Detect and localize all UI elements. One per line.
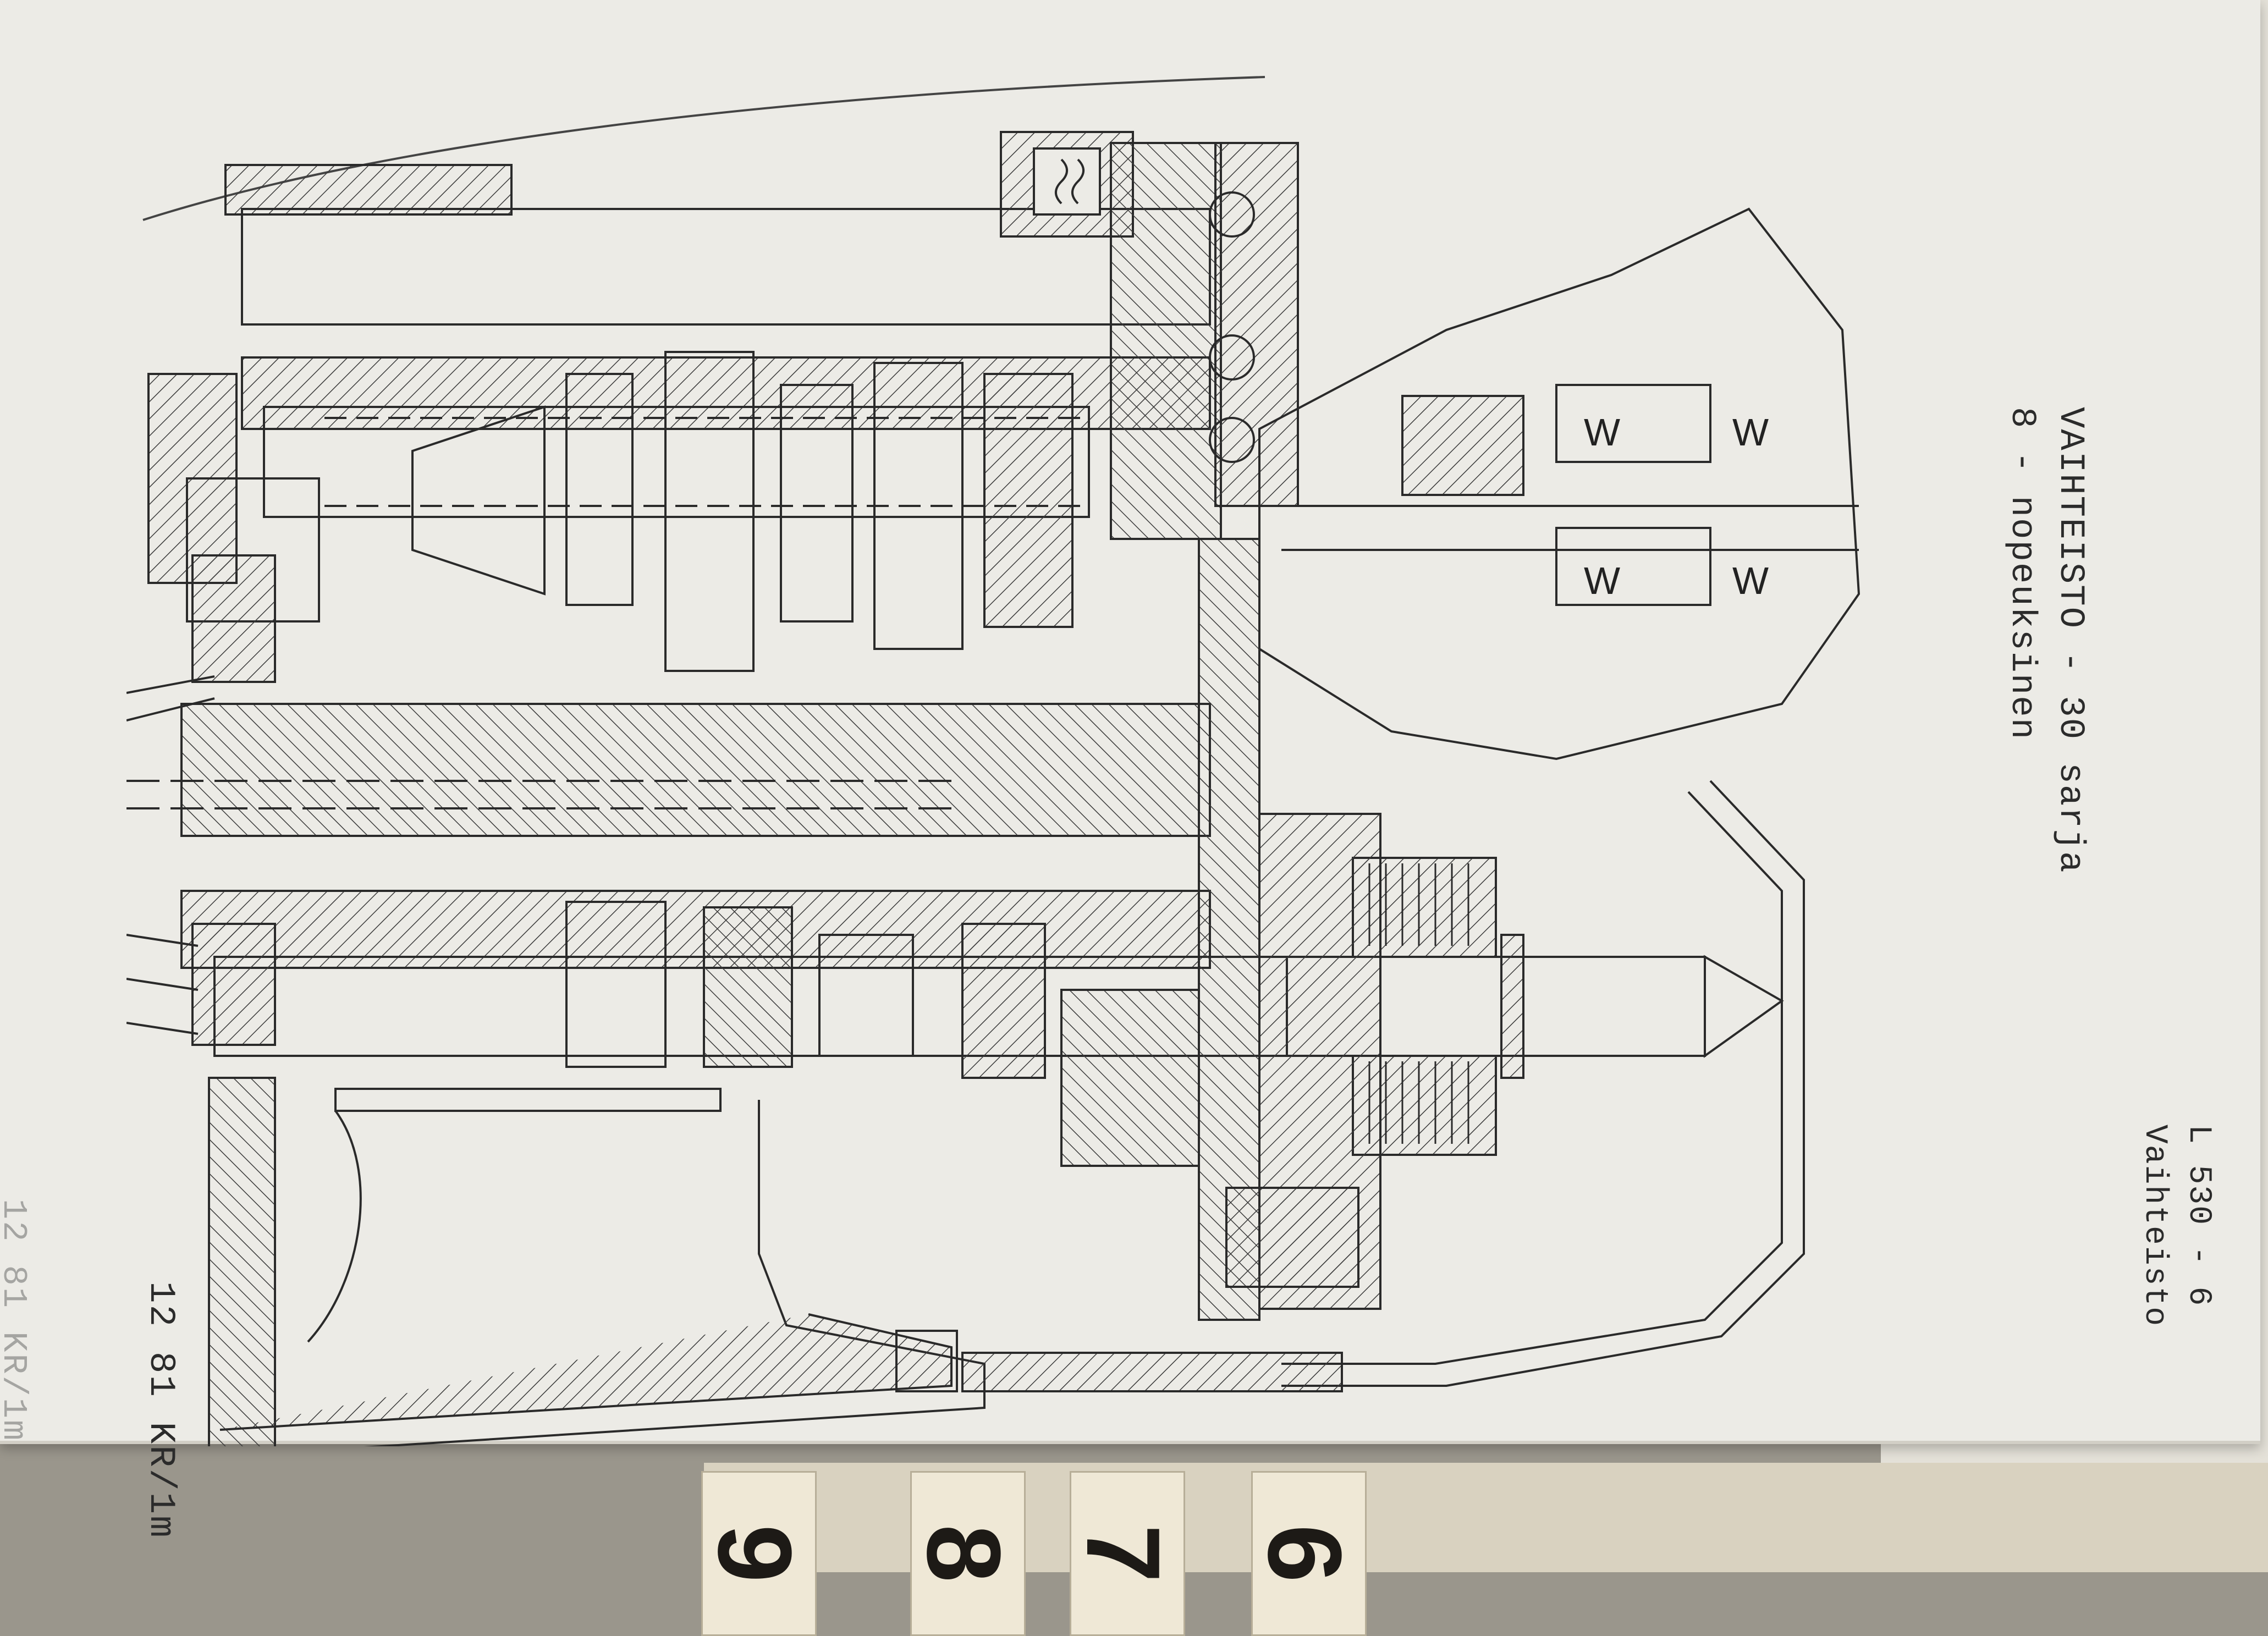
gearbox-cross-section-drawing: W W W W — [126, 131, 1860, 1446]
document-title: VAIHTEISTO - 30 sarja — [2050, 407, 2090, 874]
index-tab-6[interactable]: 6 — [1246, 1471, 1367, 1636]
page-reference-section: Vaihteisto — [2137, 1125, 2172, 1327]
manual-page: W W W W — [0, 0, 2260, 1539]
page-footer-code: 12 81 KR/1m — [140, 1281, 181, 1539]
svg-text:W: W — [1584, 411, 1620, 454]
index-tab-8[interactable]: 8 — [905, 1471, 1026, 1636]
svg-text:W: W — [1732, 411, 1769, 454]
page-reference-code: L 530 - 6 — [2181, 1125, 2216, 1307]
svg-text:W: W — [1732, 559, 1769, 602]
document-subtitle: 8 - nopeuksinen — [2002, 407, 2041, 741]
svg-text:W: W — [1584, 559, 1620, 602]
index-tab-9[interactable]: 9 — [696, 1471, 817, 1636]
index-tab-7[interactable]: 7 — [1065, 1471, 1185, 1636]
bleed-through-footer: 12 81 KR/1m — [0, 1199, 33, 1442]
